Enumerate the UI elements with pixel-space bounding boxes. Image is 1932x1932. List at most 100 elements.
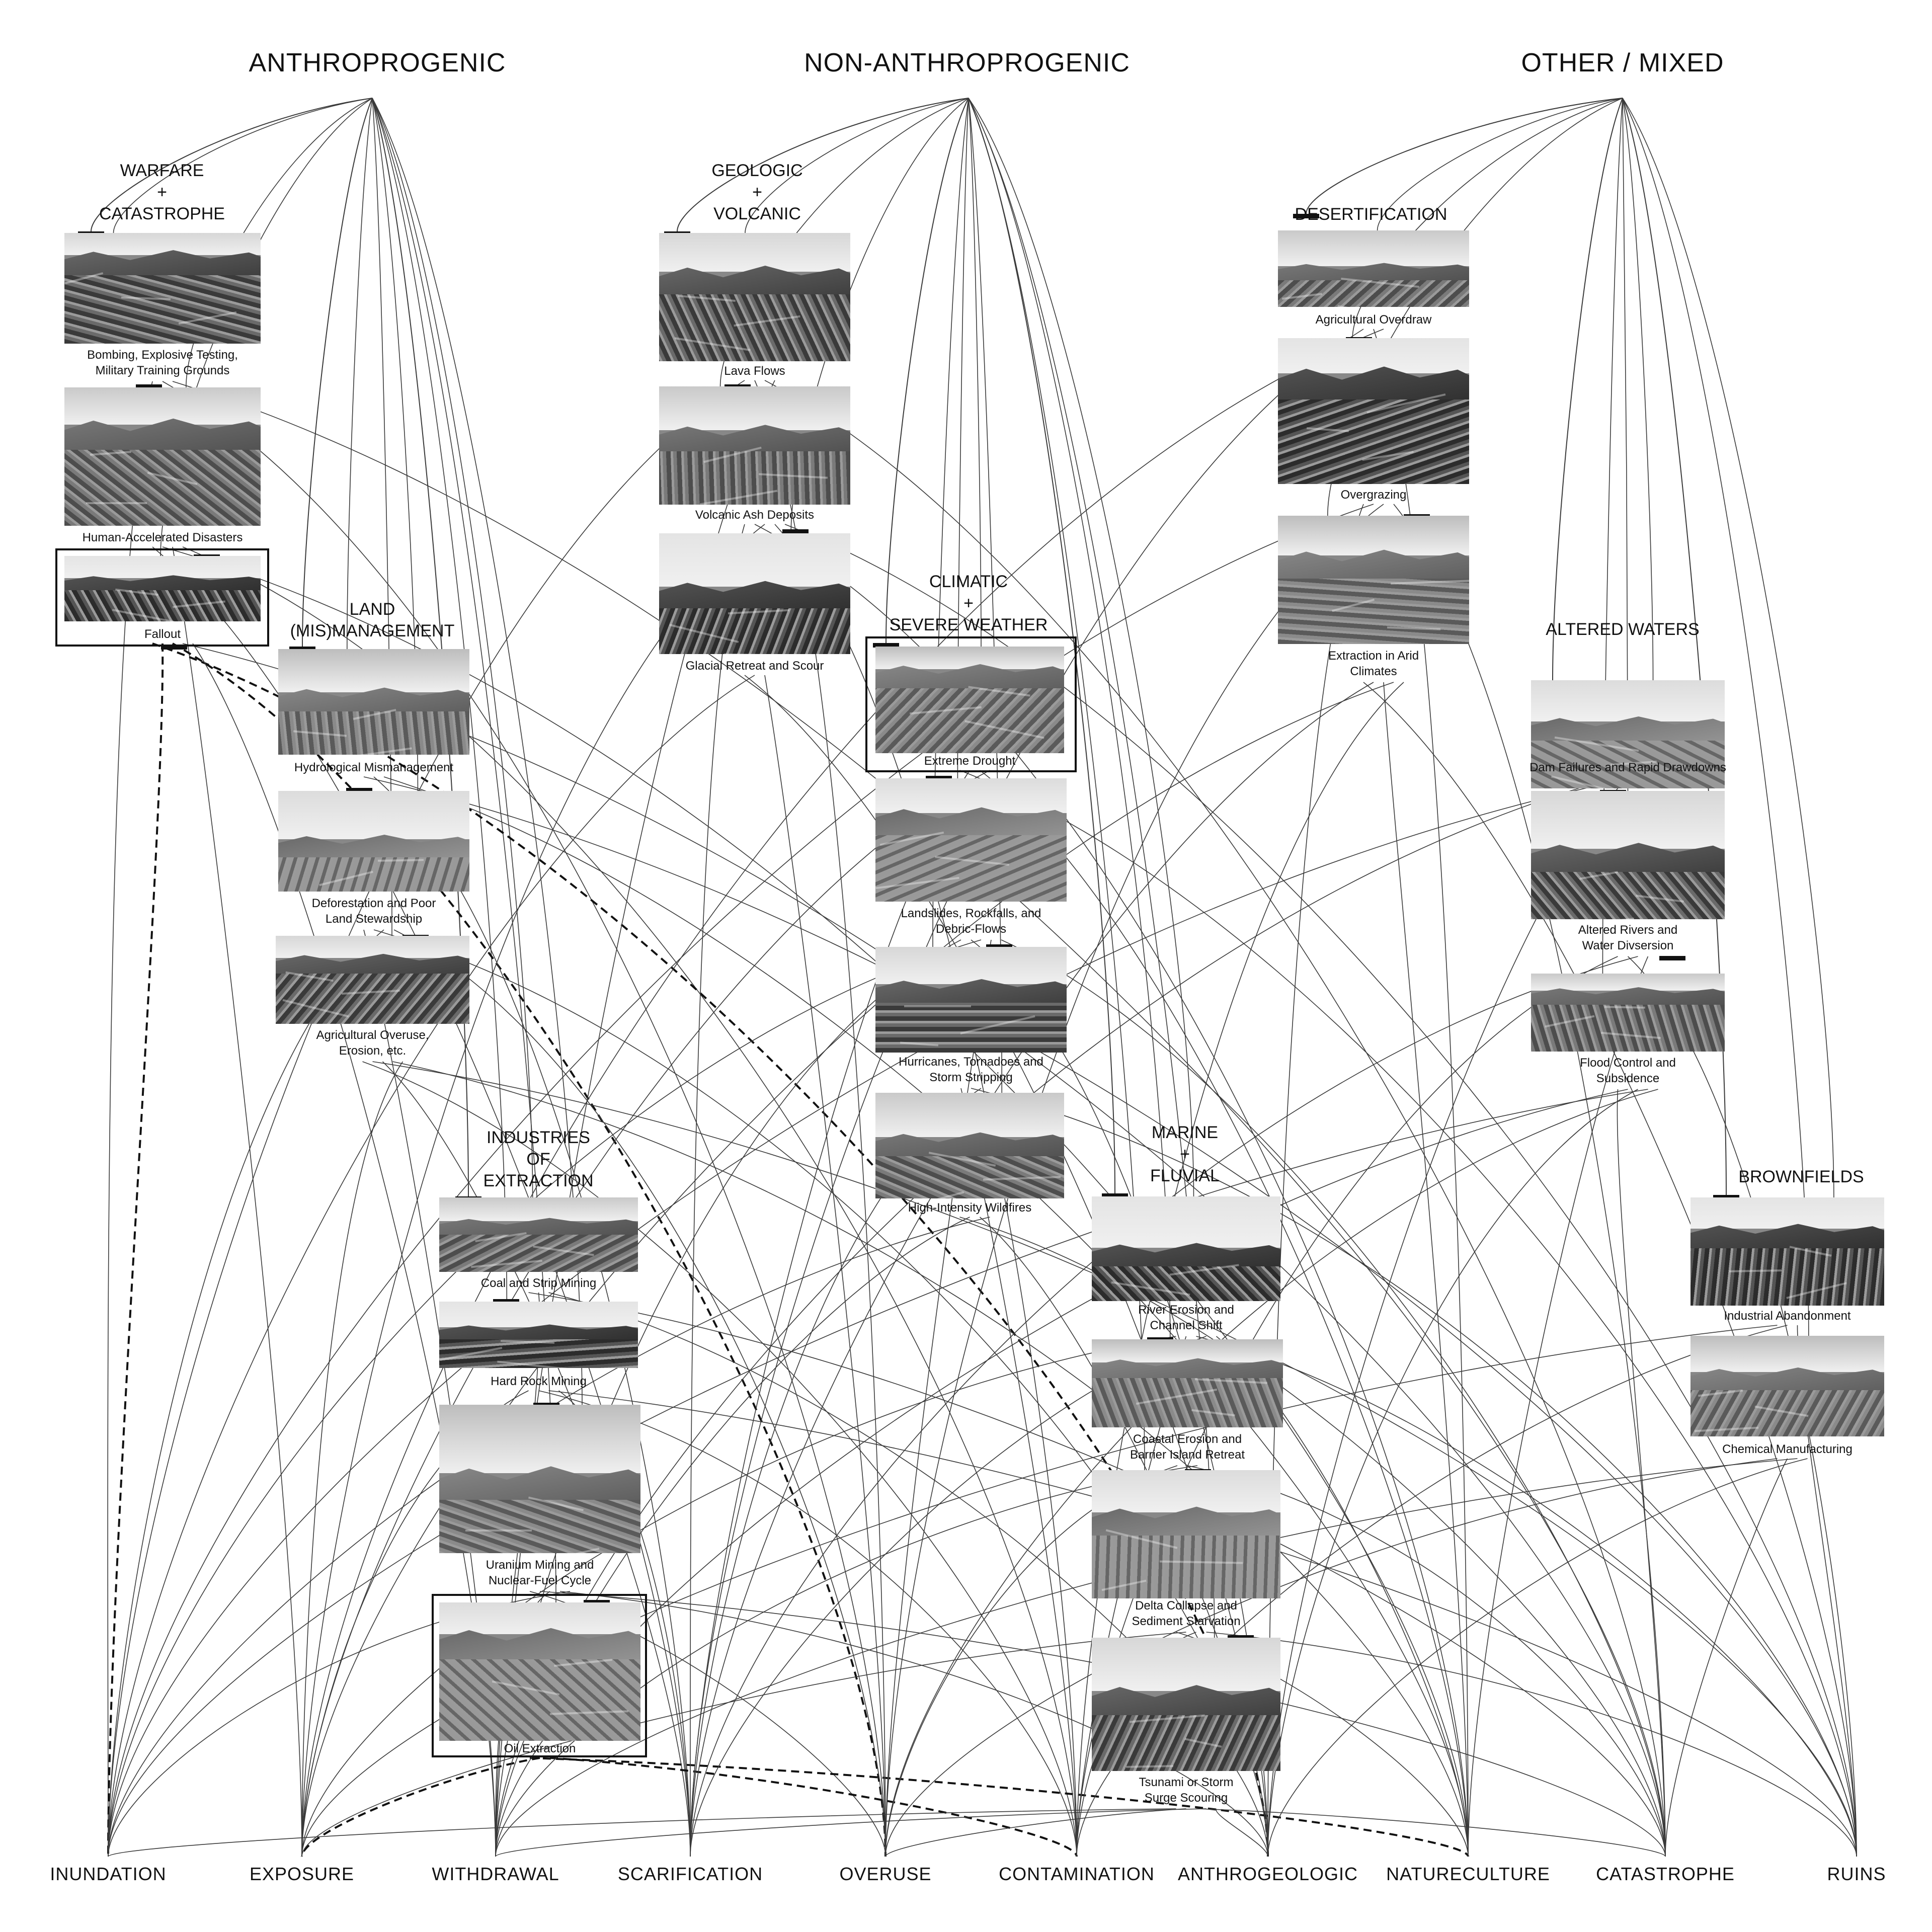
- card-agoverdraw[interactable]: Agricultural Overdraw: [1278, 230, 1469, 329]
- item-to-terminal-line: [528, 1292, 1666, 1857]
- item-to-terminal-line: [301, 524, 765, 1857]
- card-glacial[interactable]: Glacial Retreat and Scour: [659, 533, 850, 675]
- group-title-line: ALTERED WATERS: [1546, 620, 1700, 639]
- card-ash[interactable]: Volcanic Ash Deposits: [659, 386, 850, 524]
- photo-ground: [1278, 280, 1469, 307]
- photo-ash: [659, 386, 850, 505]
- photo-ground: [1531, 871, 1725, 919]
- item-to-terminal-line: [301, 1757, 540, 1857]
- photo-sky: [1092, 1638, 1280, 1691]
- caption-dam: Dam Failures and Rapid Drawdowns: [1511, 760, 1745, 775]
- item-to-terminal-line: [301, 1325, 1778, 1857]
- item-to-terminal-line: [548, 1390, 1857, 1857]
- photo-arid: [1278, 516, 1469, 644]
- photo-ground: [439, 1235, 638, 1272]
- photo-sky: [278, 649, 469, 693]
- category-to-item-line: [745, 98, 969, 233]
- group-title-line: VOLCANIC: [713, 204, 801, 223]
- photo-fallout: [64, 556, 261, 621]
- caption-line: Bombing, Explosive Testing,: [87, 348, 238, 362]
- photo-sky: [439, 1405, 640, 1473]
- group-title-waters: ALTERED WATERS: [1546, 619, 1699, 640]
- item-to-terminal-line: [690, 956, 1638, 1857]
- group-marker: [289, 647, 315, 651]
- card-overgrazing[interactable]: Overgrazing: [1278, 338, 1469, 504]
- item-to-terminal-line: [495, 1089, 1628, 1857]
- photo-sky: [64, 233, 261, 255]
- caption-line: Debric-Flows: [935, 922, 1006, 936]
- group-title-line: EXTRACTION: [483, 1171, 594, 1190]
- caption-lava: Lava Flows: [639, 363, 870, 379]
- card-hardrock[interactable]: Hard Rock Mining: [439, 1302, 638, 1391]
- caption-line: Land Stewardship: [325, 912, 423, 926]
- caption-bombing: Bombing, Explosive Testing,Military Trai…: [44, 347, 281, 378]
- card-dam[interactable]: Dam Failures and Rapid Drawdowns: [1530, 680, 1726, 788]
- card-oil[interactable]: Oil Extraction: [439, 1602, 640, 1758]
- card-fallout[interactable]: Fallout: [64, 556, 261, 643]
- item-marker: [986, 944, 1012, 949]
- group-title-line: +: [157, 183, 167, 202]
- category-to-group-line: [372, 98, 469, 1197]
- photo-glacial: [659, 533, 850, 654]
- card-industrial[interactable]: Industrial Abandonment: [1691, 1197, 1884, 1325]
- photo-wildfire: [875, 1093, 1064, 1198]
- card-agover[interactable]: Agricultural Overuse,Erosion, etc.: [276, 936, 469, 1062]
- item-to-terminal-line: [959, 1217, 1666, 1857]
- card-chemical[interactable]: Chemical Manufacturing: [1691, 1336, 1884, 1459]
- category-to-item-line: [113, 98, 373, 233]
- photo-ground: [439, 1659, 640, 1741]
- caption-line: High-Intensity Wildfires: [908, 1201, 1032, 1215]
- category-title-anthro: ANTHROPROGENIC: [249, 48, 506, 77]
- photo-ground: [439, 1499, 640, 1553]
- group-title-line: +: [1180, 1145, 1190, 1164]
- item-to-terminal-line: [301, 770, 990, 1857]
- photo-sky: [1531, 791, 1725, 849]
- category-to-item-line: [1352, 98, 1623, 339]
- category-to-item-line: [347, 98, 373, 650]
- item-to-terminal-line: [764, 380, 1666, 1857]
- highlight-frame-drought: [865, 636, 1077, 772]
- item-marker: [346, 788, 372, 792]
- photo-ground: [64, 449, 261, 526]
- group-title-line: MARINE: [1151, 1123, 1219, 1142]
- photo-sky: [439, 1602, 640, 1635]
- photo-ground: [659, 608, 850, 654]
- photo-texture: [86, 502, 147, 505]
- caption-glacial: Glacial Retreat and Scour: [639, 658, 870, 674]
- group-title-line: LAND: [349, 600, 395, 619]
- item-to-terminal-line: [980, 770, 1469, 1857]
- caption-line: Chemical Manufacturing: [1722, 1442, 1853, 1456]
- card-wildfire[interactable]: High-Intensity Wildfires: [875, 1093, 1064, 1217]
- photo-ground: [875, 688, 1064, 753]
- photo-ground: [1691, 1248, 1884, 1306]
- category-to-item-line: [968, 98, 982, 647]
- card-lava[interactable]: Lava Flows: [659, 233, 850, 380]
- category-to-group-line: [886, 98, 969, 643]
- caption-line: Erosion, etc.: [339, 1044, 407, 1058]
- card-hydro[interactable]: Hydrological Mismanagement: [278, 649, 469, 777]
- item-to-terminal-line: [1383, 682, 1469, 1857]
- photo-chemical: [1691, 1336, 1884, 1436]
- caption-line: Fallout: [144, 627, 181, 641]
- card-humanacc[interactable]: Human-Accelerated Disasters: [64, 387, 261, 547]
- caption-line: Overgrazing: [1340, 488, 1407, 502]
- card-bombing[interactable]: Bombing, Explosive Testing,Military Trai…: [64, 233, 261, 381]
- card-drought[interactable]: Extreme Drought: [875, 647, 1064, 770]
- photo-ground: [1278, 578, 1469, 644]
- card-coal[interactable]: Coal and Strip Mining: [439, 1197, 638, 1293]
- photo-agoverdraw: [1278, 230, 1469, 307]
